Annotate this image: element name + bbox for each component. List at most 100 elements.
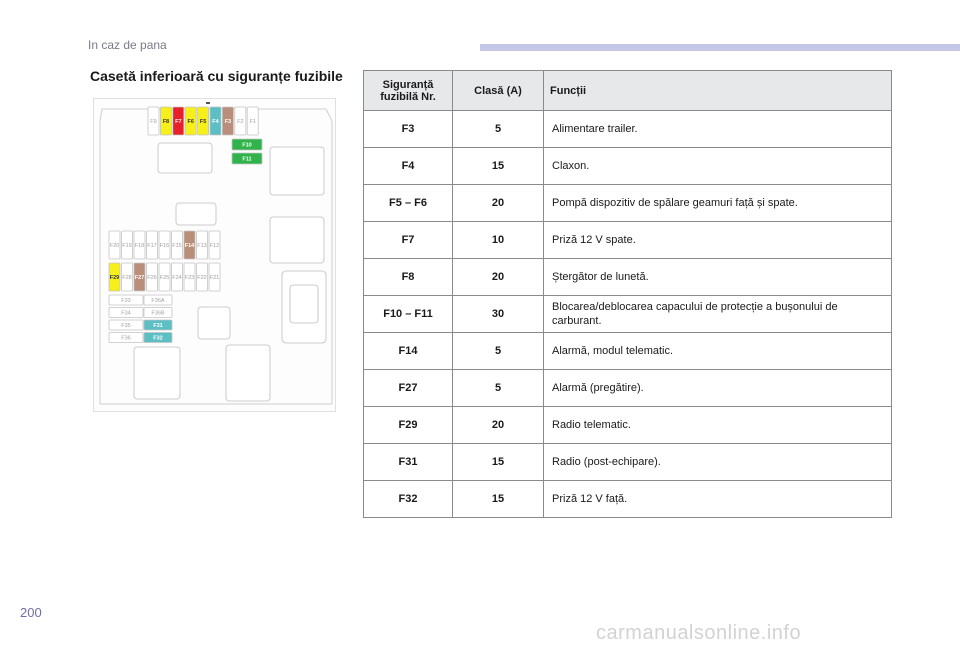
fuse-f15 (171, 230, 183, 260)
housing-outline (99, 108, 333, 405)
fuse-rating: 10 (452, 221, 544, 259)
fuse-label: F27 (135, 275, 144, 281)
fuse-label: F36B (151, 311, 164, 317)
fuse-label: F7 (175, 119, 181, 125)
fuse-rating: 20 (452, 406, 544, 444)
fuse-label: F21 (210, 275, 219, 281)
fuse-f35 (108, 319, 144, 331)
fuse-label: F22 (197, 275, 206, 281)
table-row: F7 10 Priză 12 V spate. (363, 221, 892, 259)
fuse-rating: 20 (452, 184, 544, 222)
fuse-rating: 15 (452, 147, 544, 185)
fuse-f9 (147, 106, 160, 136)
fuse-label: F18 (135, 243, 144, 249)
fuse-number: F4 (363, 147, 453, 185)
fuse-rating: 30 (452, 295, 544, 333)
fuse-f8 (160, 106, 172, 136)
fuse-f28 (121, 262, 133, 292)
fuse-f25 (158, 262, 171, 292)
fuse-f13 (196, 230, 208, 260)
connector-inner (289, 284, 319, 324)
fuse-function: Pompă dispozitiv de spălare geamuri față… (543, 184, 892, 222)
fuse-f17 (146, 230, 158, 260)
fuse-label: F15 (172, 243, 181, 249)
fuse-number: F31 (363, 443, 453, 481)
relay-box (225, 344, 271, 402)
header-bar (480, 44, 960, 51)
fuse-rating: 5 (452, 369, 544, 407)
table-row: F5 – F6 20 Pompă dispozitiv de spălare g… (363, 184, 892, 222)
fuse-label: F23 (185, 275, 194, 281)
fuse-label: F16 (160, 243, 169, 249)
fuse-f20 (108, 230, 121, 260)
fuse-function: Ștergător de lunetă. (543, 258, 892, 296)
fuse-f33 (108, 294, 144, 306)
fuse-label: F31 (153, 323, 162, 329)
fuse-f22 (196, 262, 208, 292)
section-header: In caz de pana (88, 38, 167, 52)
fuse-function: Claxon. (543, 147, 892, 185)
fuse-f36 (108, 332, 144, 343)
fuse-f21 (208, 262, 221, 292)
fuse-label: F13 (197, 243, 206, 249)
section-title: Casetă inferioară cu siguranțe fuzibile (90, 68, 343, 84)
fuse-label: F6 (187, 119, 193, 125)
fuse-label: F29 (110, 275, 119, 281)
fuse-number: F8 (363, 258, 453, 296)
fuse-function: Radio (post-echipare). (543, 443, 892, 481)
fuse-f5 (197, 106, 209, 136)
table-row: F4 15 Claxon. (363, 147, 892, 185)
fuse-f18 (133, 230, 146, 260)
table-row: F32 15 Priză 12 V față. (363, 480, 892, 518)
fuse-label: F3 (225, 119, 231, 125)
fuse-label: F34 (121, 311, 130, 317)
fuse-label: F25 (160, 275, 169, 281)
fuse-rating: 5 (452, 110, 544, 148)
fuse-label: F19 (122, 243, 131, 249)
fuse-label: F4 (212, 119, 219, 125)
fuse-f26 (146, 262, 158, 292)
fuse-label: F24 (172, 275, 181, 281)
fuse-f14 (183, 230, 196, 260)
fuse-f36a (143, 294, 173, 306)
relay-box (157, 142, 213, 174)
fuse-label: F17 (147, 243, 156, 249)
fuse-function: Alarmă (pregătire). (543, 369, 892, 407)
relay-box (269, 216, 325, 264)
fuse-label: F8 (163, 119, 169, 125)
fuse-label: F33 (121, 298, 130, 304)
fuse-f6 (184, 106, 197, 136)
header-functions: Funcții (543, 70, 892, 111)
page-number: 200 (20, 605, 42, 620)
fuse-f11 (231, 152, 263, 165)
fuse-label: F10 (242, 143, 251, 149)
fuse-f29 (108, 262, 121, 292)
relay-box (197, 306, 231, 340)
fuse-rating: 20 (452, 258, 544, 296)
header-fuse-number: Siguranță fuzibilă Nr. (363, 70, 453, 111)
fuse-f12 (208, 230, 221, 260)
relay-box (133, 346, 181, 400)
fuse-f4 (209, 106, 222, 136)
fuse-label: F5 (200, 119, 206, 125)
fuse-number: F7 (363, 221, 453, 259)
fuse-f27 (133, 262, 146, 292)
fuse-label: F9 (150, 119, 156, 125)
watermark: carmanualsonline.info (596, 622, 802, 644)
fuse-f1 (246, 106, 259, 136)
relay-box (175, 202, 217, 226)
fuse-number: F27 (363, 369, 453, 407)
fuse-label: F36A (151, 298, 164, 304)
fuse-label: F14 (185, 243, 195, 249)
table-row: F31 15 Radio (post-echipare). (363, 443, 892, 481)
fuse-f3 (221, 106, 234, 136)
fuse-f34 (108, 307, 144, 318)
fuse-table: Siguranță fuzibilă Nr. Clasă (A) Funcții… (363, 70, 892, 518)
table-row: F8 20 Ștergător de lunetă. (363, 258, 892, 296)
fuse-rating: 15 (452, 480, 544, 518)
fuse-rating: 15 (452, 443, 544, 481)
fuse-number: F32 (363, 480, 453, 518)
fuse-f10 (231, 138, 263, 151)
